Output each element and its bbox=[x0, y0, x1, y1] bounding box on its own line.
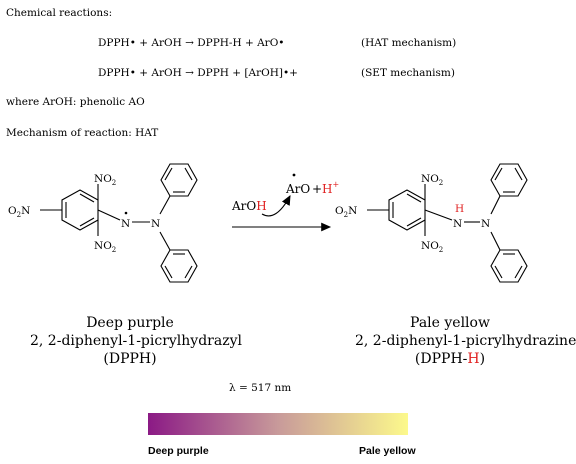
plus-sign: + bbox=[312, 182, 322, 196]
pale-yellow-label: Pale yellow bbox=[359, 445, 416, 457]
color-gradient-bar bbox=[148, 413, 408, 435]
reagent-aroh: ArOH bbox=[231, 199, 267, 213]
reaction-scheme: NO2 NO2 O2N N N ArOH H ArO + H+ NO2 NO2 … bbox=[8, 163, 528, 283]
right-n1: N bbox=[453, 218, 462, 230]
hat-equation-label: (HAT mechanism) bbox=[361, 37, 457, 49]
dpph-chem-name: 2, 2-diphenyl-1-picrylhydrazyl bbox=[30, 333, 242, 349]
right-n2: N bbox=[481, 218, 490, 230]
right-no2-bottom: NO2 bbox=[421, 240, 443, 254]
left-n1: N bbox=[121, 218, 130, 230]
left-o2n: O2N bbox=[8, 205, 30, 219]
left-no2-top: NO2 bbox=[94, 173, 116, 187]
product-aro: ArO bbox=[285, 182, 310, 196]
chemical-reactions-heading: Chemical reactions: bbox=[6, 7, 113, 19]
deep-purple-label: Deep purple bbox=[148, 445, 209, 457]
dpph-color-name: Deep purple bbox=[86, 315, 174, 331]
proton: H+ bbox=[322, 180, 339, 196]
left-no2-bottom: NO2 bbox=[94, 240, 116, 254]
mechanism-note: Mechanism of reaction: HAT bbox=[6, 127, 159, 139]
right-h-label: H bbox=[455, 203, 464, 215]
hat-equation: DPPH• + ArOH → DPPH-H + ArO• bbox=[98, 37, 285, 49]
wavelength-label: λ = 517 nm bbox=[229, 382, 292, 394]
dpph-structure bbox=[40, 163, 198, 283]
radical-dot bbox=[124, 211, 128, 215]
curved-arrow bbox=[261, 195, 291, 217]
dpph-h-abbr: (DPPH-H) bbox=[414, 351, 486, 367]
where-note: where ArOH: phenolic AO bbox=[6, 96, 145, 108]
left-n2: N bbox=[151, 218, 160, 230]
aro-radical-dot bbox=[292, 173, 296, 177]
dpph-h-structure bbox=[367, 163, 528, 283]
dpph-h-chem-name: 2, 2-diphenyl-1-picrylhydrazine bbox=[355, 333, 576, 349]
reagent-label: ArOH bbox=[232, 198, 267, 212]
right-o2n: O2N bbox=[335, 205, 357, 219]
dpph-h-color-name: Pale yellow bbox=[410, 315, 490, 331]
set-equation-label: (SET mechanism) bbox=[361, 67, 455, 79]
set-equation: DPPH• + ArOH → DPPH + [ArOH]•+ bbox=[98, 67, 298, 79]
right-no2-top: NO2 bbox=[421, 173, 443, 187]
dpph-abbr: (DPPH) bbox=[103, 351, 157, 367]
